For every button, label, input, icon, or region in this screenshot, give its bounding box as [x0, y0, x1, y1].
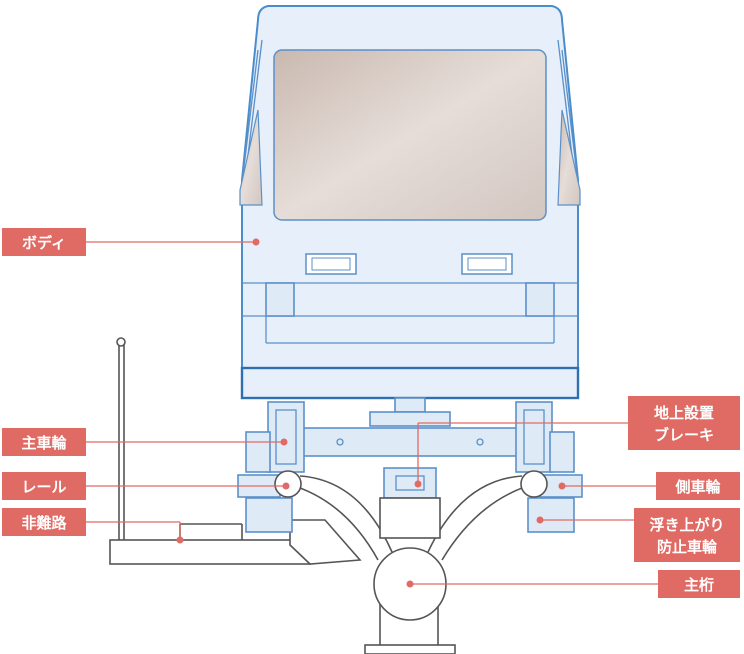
- underframe: [240, 366, 580, 400]
- left-headlight: [305, 253, 357, 275]
- left-side-window: [239, 109, 263, 206]
- label-evacuation-path-text: 非難路: [21, 514, 67, 532]
- label-body: ボディ: [2, 228, 86, 256]
- label-rail-text: レール: [21, 478, 66, 496]
- label-side-wheel: 側車輪: [656, 472, 740, 500]
- walkway-platform: [109, 539, 311, 565]
- support-structure: [109, 337, 535, 654]
- label-side-wheel-text: 側車輪: [674, 478, 721, 496]
- label-anti-lift-line2: 防止車輪: [657, 538, 718, 556]
- label-main-girder-text: 主桁: [684, 576, 714, 594]
- label-evacuation-path: 非難路: [2, 508, 86, 536]
- right-main-wheel: [515, 401, 553, 473]
- label-anti-lift-line1: 浮き上がり: [649, 516, 724, 534]
- bogie-crossbeam: [297, 427, 521, 457]
- right-rail: [520, 470, 548, 498]
- right-side-window: [557, 109, 581, 206]
- handrail-cap: [116, 337, 126, 347]
- label-rail: レール: [2, 472, 86, 500]
- label-ground-brake-line1: 地上設置: [654, 404, 714, 422]
- ground-brake-unit: [383, 467, 437, 499]
- label-body-text: ボディ: [22, 234, 66, 252]
- right-arm-outer: [441, 483, 535, 561]
- right-arm-inner: [427, 475, 523, 553]
- vehicle-body: [239, 5, 581, 400]
- walkway-bracket: [289, 519, 362, 565]
- right-anti-lift-wheel: [527, 497, 575, 533]
- label-anti-lift: 浮き上がり 防止車輪: [634, 508, 740, 562]
- bogie: [237, 397, 583, 539]
- center-pivot: [394, 397, 426, 413]
- label-main-wheel: 主車輪: [2, 428, 86, 456]
- label-main-wheel-text: 主車輪: [21, 434, 67, 452]
- left-bumper-block: [265, 282, 295, 317]
- left-anti-lift-wheel: [245, 497, 293, 533]
- right-bumper-block: [525, 282, 555, 317]
- leader-lines: [86, 238, 658, 588]
- left-main-wheel: [267, 401, 305, 473]
- label-ground-brake-line2: ブレーキ: [654, 426, 714, 444]
- front-windshield: [273, 49, 547, 221]
- girder-base: [364, 644, 456, 654]
- label-ground-brake: 地上設置 ブレーキ: [628, 396, 740, 450]
- brake-mount: [379, 497, 441, 539]
- label-main-girder: 主桁: [658, 570, 740, 598]
- right-headlight: [461, 253, 513, 275]
